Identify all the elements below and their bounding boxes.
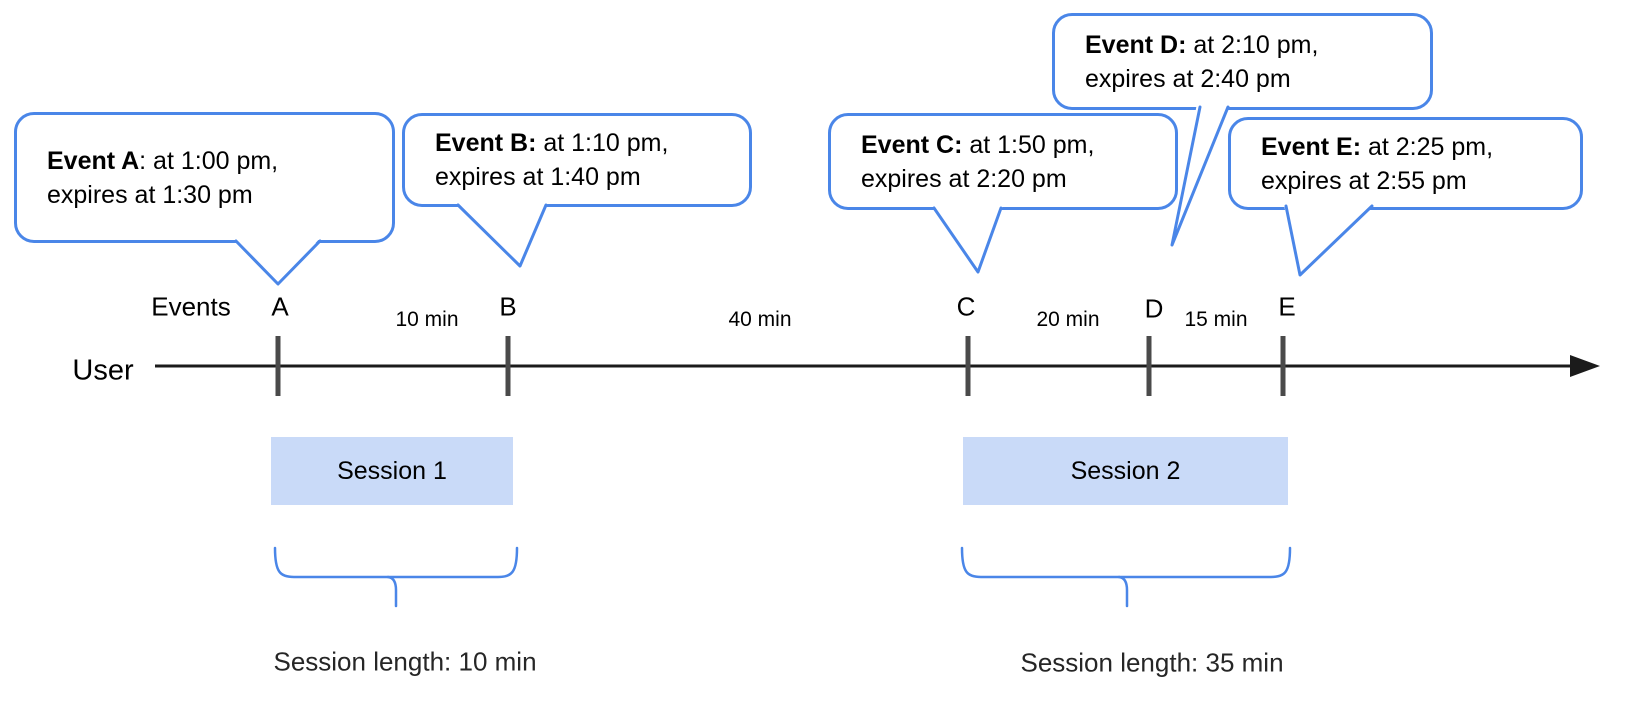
session-1-label: Session 1 — [337, 456, 447, 485]
session-2-brace — [960, 546, 1292, 608]
callout-event-a-line2: expires at 1:30 pm — [47, 180, 253, 209]
tick-label-a: A — [271, 291, 289, 322]
tick-label-e: E — [1278, 291, 1296, 322]
callout-event-e-line2: expires at 2:55 pm — [1261, 166, 1467, 195]
callout-event-c: Event C: at 1:50 pm, expires at 2:20 pm — [828, 113, 1178, 210]
session-1-brace — [273, 546, 519, 608]
interval-label-de: 15 min — [1184, 308, 1248, 331]
tick-label-d: D — [1144, 293, 1164, 324]
callout-event-e-tail — [1283, 201, 1376, 277]
tick-label-c: C — [956, 291, 976, 322]
interval-label-cd: 20 min — [1036, 308, 1100, 331]
tick-b — [505, 336, 511, 396]
callout-event-e-line1: Event E: at 2:25 pm, — [1261, 132, 1494, 161]
callout-event-e: Event E: at 2:25 pm, expires at 2:55 pm — [1228, 117, 1583, 210]
callout-event-b: Event B: at 1:10 pm, expires at 1:40 pm — [402, 113, 752, 207]
tick-a — [275, 336, 281, 396]
session-2-length-label: Session length: 35 min — [1020, 647, 1284, 678]
user-label: User — [72, 354, 134, 387]
timeline-arrowhead — [1570, 355, 1600, 377]
interval-label-bc: 40 min — [728, 308, 792, 331]
tick-e — [1280, 336, 1286, 396]
tick-label-b: B — [499, 291, 517, 322]
callout-event-c-line2: expires at 2:20 pm — [861, 164, 1067, 193]
callout-event-c-tail — [931, 203, 1004, 274]
callout-event-a-line1: Event A: at 1:00 pm, — [47, 146, 279, 175]
interval-label-ab: 10 min — [395, 308, 459, 331]
callout-event-b-line1: Event B: at 1:10 pm, — [435, 129, 669, 157]
callout-event-b-tail — [455, 200, 549, 268]
callout-event-b-line2: expires at 1:40 pm — [435, 163, 641, 191]
callout-event-d: Event D: at 2:10 pm, expires at 2:40 pm — [1052, 13, 1433, 110]
tick-c — [965, 336, 971, 396]
callout-event-d-tail — [1170, 103, 1231, 247]
session-2-box: Session 2 — [963, 437, 1288, 505]
callout-event-c-line1: Event C: at 1:50 pm, — [861, 130, 1095, 159]
session-1-length-label: Session length: 10 min — [273, 646, 537, 677]
session-2-label: Session 2 — [1070, 456, 1181, 485]
session-1-box: Session 1 — [271, 437, 513, 505]
callout-event-a-tail — [233, 236, 322, 286]
callout-event-a: Event A: at 1:00 pm, expires at 1:30 pm — [14, 112, 395, 243]
tick-d — [1146, 336, 1152, 396]
events-axis-label: Events — [151, 291, 231, 322]
callout-event-d-line1: Event D: at 2:10 pm, — [1085, 30, 1319, 59]
callout-event-d-line2: expires at 2:40 pm — [1085, 64, 1291, 93]
